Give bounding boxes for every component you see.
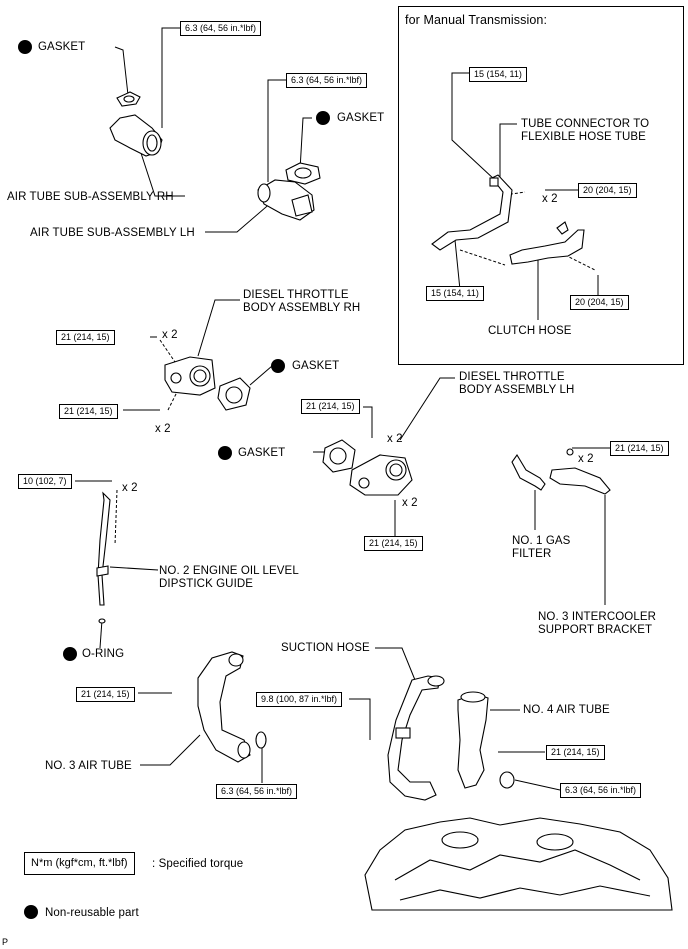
gas-filter-shape [511, 453, 546, 491]
torque-mt-20-lower: 20 (204, 15) [570, 295, 629, 310]
legend-torque-desc: : Specified torque [152, 858, 244, 870]
air-tube-rh-label: AIR TUBE SUB-ASSEMBLY RH [7, 191, 174, 203]
throttle-lh-label-2: BODY ASSEMBLY LH [459, 384, 575, 396]
mt-tube-connector-shape [431, 174, 513, 251]
suction-hose-label: SUCTION HOSE [281, 642, 370, 654]
torque-air-tube-3-clamp: 6.3 (64, 56 in.*lbf) [216, 784, 298, 799]
throttle-lh-label-1: DIESEL THROTTLE [459, 371, 565, 383]
torque-throttle-lh-lower: 21 (214, 15) [364, 536, 423, 551]
gas-filter-label-1: NO. 1 GAS [512, 535, 571, 547]
air-tube-3-label: NO. 3 AIR TUBE [45, 760, 132, 772]
torque-air-tube-4: 21 (214, 15) [546, 745, 605, 760]
torque-air-tube-4-clamp: 6.3 (64, 56 in.*lbf) [560, 783, 642, 798]
throttle-rh-label-2: BODY ASSEMBLY RH [243, 302, 361, 314]
gasket-throttle-rh-shape [217, 377, 251, 411]
manual-transmission-title: for Manual Transmission: [405, 13, 548, 27]
nonreusable-mark-gasket-throttle-rh [271, 359, 285, 373]
qty-throttle-rh-upper: x 2 [162, 329, 178, 341]
tube-connector-label-1: TUBE CONNECTOR TO [521, 118, 650, 130]
leader-lines [75, 27, 612, 791]
dipstick-guide-shape [96, 491, 111, 606]
gasket-label-air-tube-lh: GASKET [337, 112, 385, 124]
mt-clutch-hose-shape [509, 221, 585, 265]
torque-air-tube-rh: 6.3 (64, 56 in.*lbf) [180, 21, 262, 36]
qty-intercooler-bracket: x 2 [578, 453, 594, 465]
footer-mark: P [2, 937, 9, 947]
intercooler-bracket-shape [549, 448, 611, 495]
legend-nonreusable-desc: Non-reusable part [45, 907, 139, 919]
intercooler-label-1: NO. 3 INTERCOOLER [538, 611, 656, 623]
air-tube-3-clamp-shape [255, 731, 267, 749]
intercooler-label-2: SUPPORT BRACKET [538, 624, 653, 636]
qty-mt-bolt: x 2 [542, 193, 558, 205]
suction-hose-shape [387, 675, 445, 801]
manual-transmission-panel [398, 6, 684, 365]
torque-suction-hose: 9.8 (100, 87 in.*lbf) [256, 692, 343, 707]
throttle-rh-label-1: DIESEL THROTTLE [243, 289, 349, 301]
air-tube-lh-label: AIR TUBE SUB-ASSEMBLY LH [30, 227, 195, 239]
nonreusable-mark-gasket-lh [316, 111, 330, 125]
torque-throttle-lh-upper: 21 (214, 15) [301, 399, 360, 414]
air-tube-rh-shape [109, 114, 163, 157]
o-ring-shape [98, 618, 106, 624]
torque-intercooler-bracket: 21 (214, 15) [610, 441, 669, 456]
gasket-label-air-tube-rh: GASKET [38, 41, 86, 53]
engine-silhouette-shape [364, 817, 673, 911]
qty-throttle-rh-lower: x 2 [155, 423, 171, 435]
gasket-air-tube-lh-shape [285, 162, 321, 185]
torque-mt-15-upper: 15 (154, 11) [469, 67, 527, 82]
air-tube-lh-shape [257, 179, 315, 221]
air-tube-4-clamp-shape [499, 771, 515, 789]
qty-throttle-lh-upper: x 2 [387, 433, 403, 445]
torque-air-tube-lh: 6.3 (64, 56 in.*lbf) [286, 73, 368, 88]
torque-mt-20-upper: 20 (204, 15) [578, 183, 637, 198]
gasket-air-tube-rh-shape [116, 91, 141, 107]
nonreusable-mark-o-ring [63, 647, 77, 661]
legend-torque-unit-box: N*m (kgf*cm, ft.*lbf) [24, 852, 135, 875]
nonreusable-mark-gasket-throttle-lh [218, 446, 232, 460]
tube-connector-label-2: FLEXIBLE HOSE TUBE [521, 131, 646, 143]
air-tube-4-shape [457, 691, 489, 789]
throttle-body-rh-shape [164, 356, 216, 396]
throttle-body-lh-shape [349, 454, 413, 496]
gasket-label-throttle-rh: GASKET [292, 360, 340, 372]
legend-nonreusable-dot [24, 905, 38, 919]
torque-dipstick: 10 (102, 7) [18, 474, 72, 489]
clutch-hose-label: CLUTCH HOSE [488, 325, 572, 337]
qty-throttle-lh-lower: x 2 [402, 497, 418, 509]
gasket-label-throttle-lh: GASKET [238, 447, 286, 459]
gas-filter-label-2: FILTER [512, 548, 552, 560]
torque-throttle-rh-upper: 21 (214, 15) [56, 330, 115, 345]
gasket-throttle-lh-shape [322, 439, 356, 473]
torque-mt-15-lower: 15 (154, 11) [426, 286, 484, 301]
air-tube-4-label: NO. 4 AIR TUBE [523, 704, 610, 716]
dipstick-label-1: NO. 2 ENGINE OIL LEVEL [159, 565, 299, 577]
dipstick-label-2: DIPSTICK GUIDE [159, 578, 254, 590]
torque-throttle-rh-lower: 21 (214, 15) [59, 404, 118, 419]
nonreusable-mark-gasket-rh [18, 40, 32, 54]
air-tube-3-shape [197, 651, 251, 763]
o-ring-label: O-RING [82, 648, 125, 660]
qty-dipstick: x 2 [122, 482, 138, 494]
torque-air-tube-3: 21 (214, 15) [76, 687, 135, 702]
